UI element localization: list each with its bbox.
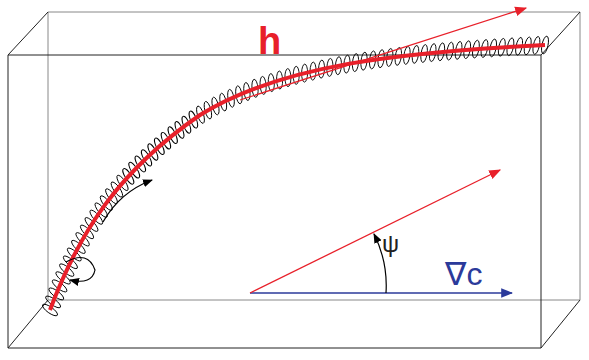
angle-label: ψ [382,232,399,256]
gradient-label: ∇c [445,258,482,290]
rotation-arrow [66,258,95,282]
vector-label: h [258,22,281,60]
direction-arrow [250,170,500,293]
mean-path [50,45,545,310]
rotation-arrow [103,180,152,222]
bounding-box [8,12,580,348]
helix-windings [41,36,550,318]
direction-arrow [240,8,526,100]
gradient-arrow [250,292,512,294]
